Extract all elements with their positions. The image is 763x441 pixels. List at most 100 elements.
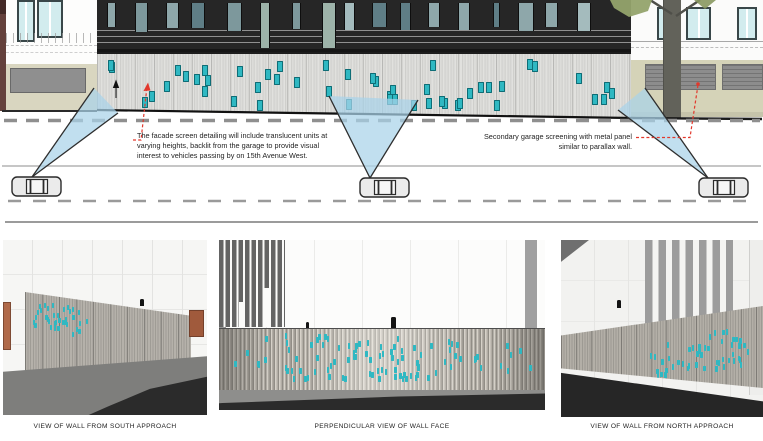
left-edge-building [0, 0, 6, 111]
facade-window [457, 3, 471, 30]
translucent-unit [506, 343, 509, 350]
translucent-unit [677, 359, 680, 366]
translucent-unit [427, 374, 430, 381]
render-north-approach [561, 240, 763, 417]
translucent-unit [681, 361, 685, 367]
translucent-unit [467, 87, 474, 99]
translucent-unit [448, 346, 452, 353]
translucent-unit [449, 364, 453, 371]
translucent-unit [381, 351, 385, 358]
window [37, 0, 63, 38]
translucent-unit [65, 321, 69, 327]
facade-window [371, 3, 388, 27]
translucent-unit [450, 340, 454, 347]
translucent-unit [353, 354, 356, 360]
translucent-unit [66, 305, 69, 311]
translucent-unit [456, 342, 459, 349]
translucent-unit [499, 362, 503, 369]
translucent-unit [720, 338, 724, 345]
translucent-unit [369, 356, 372, 363]
translucent-unit [39, 303, 42, 309]
facade-window [292, 3, 301, 29]
translucent-unit [732, 336, 735, 343]
person-figure [617, 300, 621, 308]
translucent-unit [58, 317, 61, 323]
translucent-unit [321, 342, 325, 349]
translucent-unit [75, 327, 79, 332]
translucent-unit [698, 343, 701, 350]
translucent-unit [294, 76, 301, 88]
translucent-unit [370, 72, 377, 84]
translucent-unit [439, 96, 446, 108]
translucent-unit [78, 309, 81, 315]
section-divider [5, 221, 758, 224]
translucent-unit [519, 347, 522, 354]
translucent-unit [743, 342, 746, 349]
translucent-unit [64, 316, 67, 322]
left-edge-building-top [0, 0, 6, 14]
translucent-unit [700, 352, 703, 358]
person-figure [140, 299, 144, 306]
translucent-unit [426, 97, 433, 109]
translucent-unit [344, 69, 351, 81]
translucent-unit [45, 315, 48, 321]
translucent-unit [416, 359, 419, 366]
translucent-unit [299, 367, 302, 374]
translucent-unit [696, 351, 699, 357]
translucent-unit [310, 341, 313, 348]
translucent-unit [316, 355, 319, 362]
translucent-unit [313, 369, 317, 376]
translucent-unit [379, 343, 383, 350]
accent-panel [3, 302, 11, 350]
translucent-unit [390, 348, 393, 355]
translucent-unit [476, 353, 479, 360]
translucent-unit [527, 59, 533, 71]
translucent-unit [434, 370, 438, 377]
translucent-unit [324, 333, 327, 340]
translucent-unit [401, 376, 405, 382]
translucent-unit [459, 355, 462, 362]
translucent-unit [735, 336, 738, 343]
translucent-unit [274, 74, 281, 85]
translucent-unit [715, 366, 718, 372]
translucent-unit [174, 64, 181, 76]
translucent-unit [478, 82, 485, 94]
translucent-unit [44, 302, 47, 308]
translucent-unit [509, 352, 513, 359]
guide-line [631, 47, 763, 48]
translucent-unit [665, 367, 668, 374]
translucent-unit [368, 370, 372, 377]
translucent-unit [246, 349, 249, 356]
translucent-unit [687, 363, 691, 369]
translucent-unit [72, 314, 75, 320]
translucent-unit [401, 354, 404, 361]
translucent-unit [671, 364, 675, 370]
translucent-unit [49, 325, 52, 331]
translucent-unit [286, 367, 289, 374]
translucent-unit [341, 374, 345, 381]
translucent-unit [722, 364, 726, 370]
translucent-unit [47, 316, 50, 322]
caption-perpendicular-view: PERPENDICULAR VIEW OF WALL FACE [314, 423, 450, 430]
translucent-unit [656, 368, 659, 375]
translucent-unit [290, 368, 294, 375]
translucent-unit [414, 375, 418, 382]
translucent-unit [371, 371, 374, 378]
brick-panel [189, 310, 204, 337]
caption-south-approach: VIEW OF WALL FROM SOUTH APPROACH [33, 423, 177, 430]
facade-window [107, 3, 116, 27]
secondary-screening-annotation: Secondary garage screening with metal pa… [483, 131, 632, 151]
translucent-unit [78, 320, 81, 326]
facade-window [343, 3, 356, 30]
facade-window [518, 3, 534, 32]
tree-trunk [663, 0, 681, 118]
translucent-unit [410, 99, 417, 111]
translucent-unit [576, 72, 582, 84]
translucent-unit [64, 319, 67, 325]
translucent-unit [737, 355, 741, 362]
facade-window [544, 3, 558, 27]
translucent-unit [61, 319, 64, 325]
translucent-unit [688, 346, 691, 353]
translucent-unit [746, 349, 750, 355]
translucent-unit [732, 358, 736, 364]
